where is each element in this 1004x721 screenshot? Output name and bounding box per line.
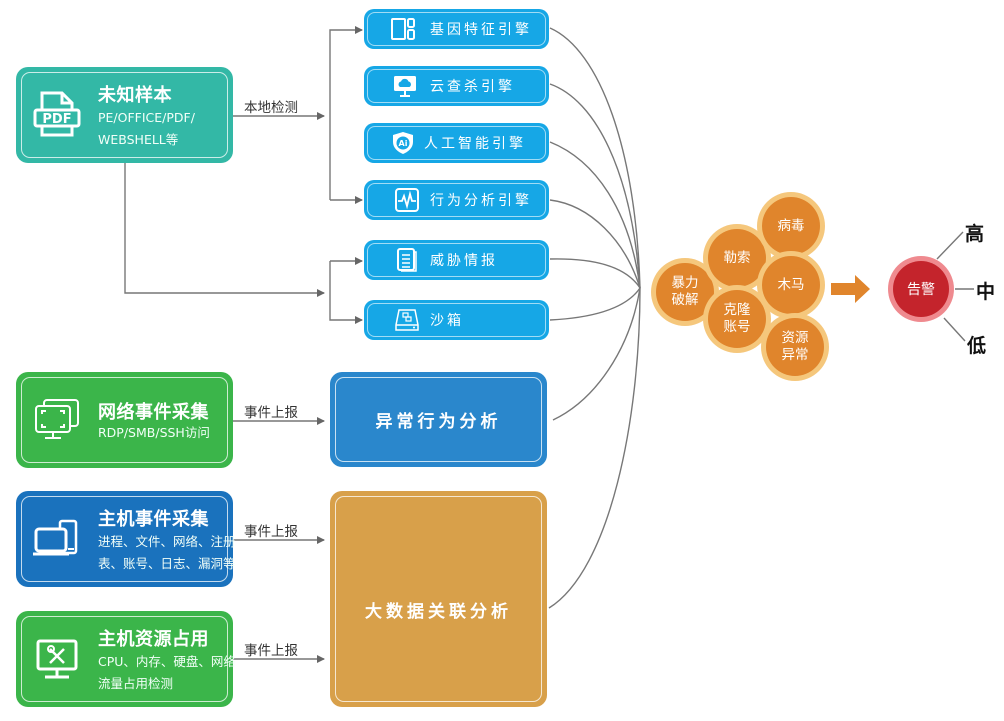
anomaly-analysis-label: 异常行为分析 (375, 412, 502, 432)
edge-label-report-network: 事件上报 (244, 405, 298, 421)
host-events-sub-1: 进程、文件、网络、注册 (98, 534, 236, 549)
unknown-sample-title: 未知样本 (98, 85, 172, 106)
threat-bubble-trojan[interactable]: 木马 (762, 256, 820, 314)
line-low (943, 317, 966, 342)
edge-label-report-host: 事件上报 (244, 524, 298, 540)
network-events-title: 网络事件采集 (98, 402, 209, 423)
arrow-to-alarm-icon (831, 275, 870, 303)
alarm-label: 告警 (907, 282, 935, 298)
host-events-box[interactable]: 主机事件采集 进程、文件、网络、注册 表、账号、日志、漏洞等 (16, 491, 236, 587)
host-resources-sub-1: CPU、内存、硬盘、网络 (98, 654, 236, 669)
unknown-sample-sub-2: WEBSHELL等 (98, 132, 179, 147)
threat-label-bruteforce: 暴力破解 (671, 275, 699, 308)
edge-label-local-detect: 本地检测 (244, 100, 298, 116)
threat-bubble-virus[interactable]: 病毒 (762, 197, 820, 255)
engine-behavior-label: 行为分析引擎 (430, 193, 532, 209)
curve-behavior (549, 199, 641, 289)
bigdata-analysis-label: 大数据关联分析 (365, 602, 512, 622)
host-resources-title: 主机资源占用 (98, 629, 209, 650)
engine-sandbox[interactable]: 沙箱 (364, 300, 549, 340)
network-events-box[interactable]: 网络事件采集 RDP/SMB/SSH访问 (16, 372, 233, 468)
curve-intel (549, 258, 641, 289)
threat-label-trojan: 木马 (777, 276, 805, 293)
unknown-sample-box[interactable]: PDF 未知样本 PE/OFFICE/PDF/ WEBSHELL等 (16, 67, 233, 163)
host-events-title: 主机事件采集 (98, 509, 209, 530)
laptop-tower-icon (33, 519, 78, 556)
curve-sandbox (549, 287, 641, 321)
sandbox-drive-icon (395, 309, 419, 331)
engine-ai-label: 人工智能引擎 (424, 136, 526, 152)
alarm-level-high: 高 (965, 223, 985, 245)
threat-label-virus: 病毒 (777, 217, 805, 234)
line-high (936, 231, 964, 260)
branch-engines (329, 26, 363, 200)
svg-text:PDF: PDF (42, 112, 71, 127)
curve-gene (549, 27, 641, 289)
threat-label-cloned-account: 克隆账号 (723, 302, 751, 335)
threat-bubble-bruteforce[interactable]: 暴力破解 (656, 263, 714, 321)
host-resources-sub-2: 流量占用检测 (98, 676, 174, 691)
engine-behavior[interactable]: 行为分析引擎 (364, 180, 549, 220)
svg-text:Ai: Ai (399, 139, 408, 148)
bigdata-analysis-box[interactable]: 大数据关联分析 (330, 491, 547, 707)
engine-gene[interactable]: 基因特征引擎 (364, 9, 549, 49)
host-events-sub-2: 表、账号、日志、漏洞等 (98, 556, 236, 571)
engine-threat-intel-label: 威胁情报 (430, 253, 498, 269)
pdf-file-icon: PDF (33, 91, 81, 137)
host-resources-box[interactable]: 主机资源占用 CPU、内存、硬盘、网络 流量占用检测 (16, 611, 236, 707)
curve-anomaly (552, 287, 641, 421)
threat-bubble-resource-anomaly[interactable]: 资源异常 (766, 318, 824, 376)
cloud-monitor-icon (394, 76, 416, 97)
engine-sandbox-label: 沙箱 (430, 313, 464, 329)
curve-bigdata (548, 287, 641, 609)
curve-cloud (549, 83, 641, 289)
gene-blocks-icon (391, 18, 415, 40)
engine-ai[interactable]: Ai 人工智能引擎 (364, 123, 549, 163)
threat-bubble-cloned-account[interactable]: 克隆账号 (708, 290, 766, 348)
edge-unknown-down (124, 163, 325, 297)
anomaly-analysis-box[interactable]: 异常行为分析 (330, 372, 547, 467)
threat-label-ransomware: 勒索 (723, 249, 751, 266)
engine-cloud[interactable]: 云查杀引擎 (364, 66, 549, 106)
network-events-sub-1: RDP/SMB/SSH访问 (98, 425, 210, 440)
threat-bubble-ransomware[interactable]: 勒索 (708, 229, 766, 287)
alarm-level-low: 低 (967, 335, 987, 357)
alarm-level-medium: 中 (976, 281, 996, 303)
ai-shield-icon: Ai (393, 132, 413, 154)
engine-cloud-label: 云查杀引擎 (430, 79, 515, 95)
threat-label-resource-anomaly: 资源异常 (781, 330, 809, 363)
edge-label-report-resource: 事件上报 (244, 643, 298, 659)
alarm-node[interactable]: 告警 (893, 261, 949, 317)
unknown-sample-sub-1: PE/OFFICE/PDF/ (98, 110, 195, 125)
engine-gene-label: 基因特征引擎 (430, 22, 532, 38)
document-list-icon (397, 248, 417, 272)
branch-intel-sandbox (329, 261, 363, 324)
monitor-tools-icon (36, 639, 78, 679)
curve-ai (549, 141, 641, 289)
engine-threat-intel[interactable]: 威胁情报 (364, 240, 549, 280)
monitor-screens-icon (35, 399, 79, 439)
pulse-monitor-icon (395, 188, 419, 212)
